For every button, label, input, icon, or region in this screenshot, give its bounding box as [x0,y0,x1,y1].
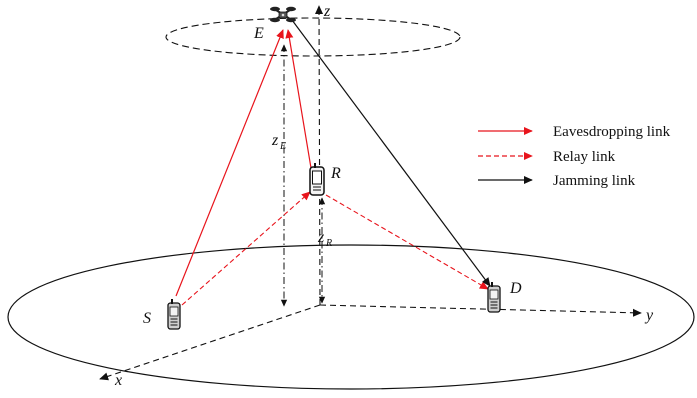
z-axis [314,5,324,306]
relay-link-S-R [181,191,311,306]
uav-icon [270,6,296,23]
height-label-zR: z R [317,229,332,249]
ground-plane-ellipse [7,244,695,390]
x-axis [99,304,321,381]
axis-label-y: y [644,307,654,324]
destination-phone-icon [487,282,501,313]
axis-label-z: z [323,3,331,20]
legend-label-eavesdropping: Eavesdropping link [553,124,671,140]
eve-orbit-ellipse [165,17,461,57]
height-label-zE-base: z [271,132,279,149]
node-label-R: R [330,165,341,182]
legend-item-eavesdropping: Eavesdropping link [478,124,671,140]
legend: Eavesdropping link Relay link Jamming li… [478,124,671,189]
legend-label-jamming: Jamming link [553,173,636,189]
height-label-zR-base: z [317,229,325,246]
node-label-D: D [509,280,522,297]
legend-item-relay: Relay link [478,149,616,165]
node-label-S: S [143,310,151,327]
axis-label-x: x [114,372,122,389]
node-label-E: E [253,25,264,42]
jamming-link-E-D [291,19,491,287]
height-label-zE-sub: E [279,141,286,152]
legend-item-jamming: Jamming link [478,173,636,189]
relay-phone-icon [309,163,325,196]
relay-link-R-D [325,194,489,290]
height-label-zE: z E [271,132,286,152]
eavesdropping-link-R-E [285,29,312,169]
height-label-zR-sub: R [325,238,332,249]
source-phone-icon [167,299,181,330]
legend-label-relay: Relay link [553,149,616,165]
y-axis [319,304,642,317]
eavesdropping-link-S-E [175,29,284,297]
